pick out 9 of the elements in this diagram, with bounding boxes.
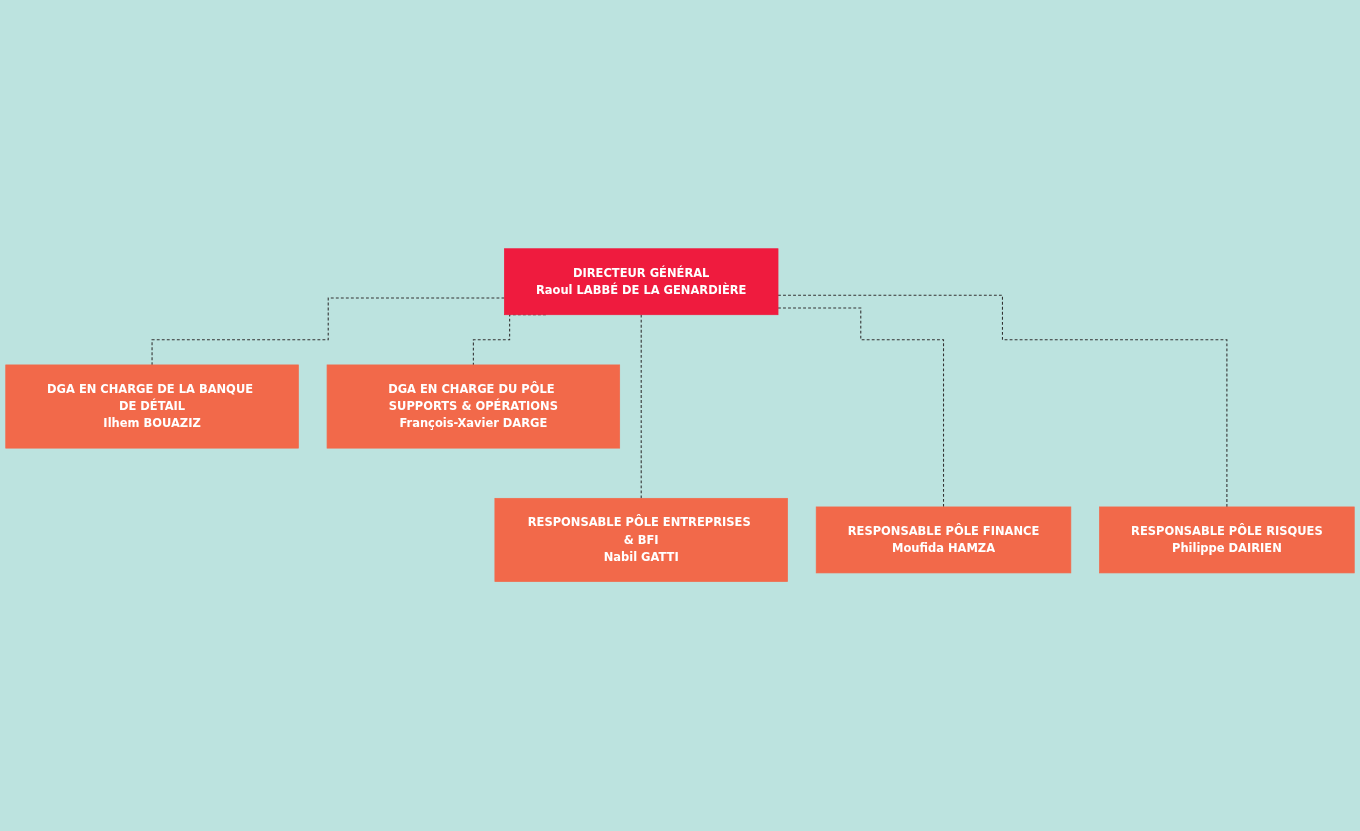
connector xyxy=(777,295,1228,508)
node-box: RESPONSABLE PÔLE RISQUES Philippe DAIRIEN xyxy=(1099,506,1355,574)
connector xyxy=(151,297,505,366)
node-box: DGA EN CHARGE DU PÔLE SUPPORTS & OPÉRATIONS François-Xavier DARGE xyxy=(326,364,621,449)
node-box: RESPONSABLE PÔLE FINANCE Moufida HAMZA xyxy=(815,506,1072,574)
node-box: DGA EN CHARGE DE LA BANQUE DE DÉTAIL Ilhem BOUAZIZ xyxy=(5,364,299,449)
connector xyxy=(640,314,642,500)
node-box: RESPONSABLE PÔLE ENTREPRISES & BFI Nabil GATTI xyxy=(494,498,788,583)
node-box: DIRECTEUR GÉNÉRAL Raoul LABBÉ DE LA GENARDIÈRE xyxy=(504,248,779,316)
